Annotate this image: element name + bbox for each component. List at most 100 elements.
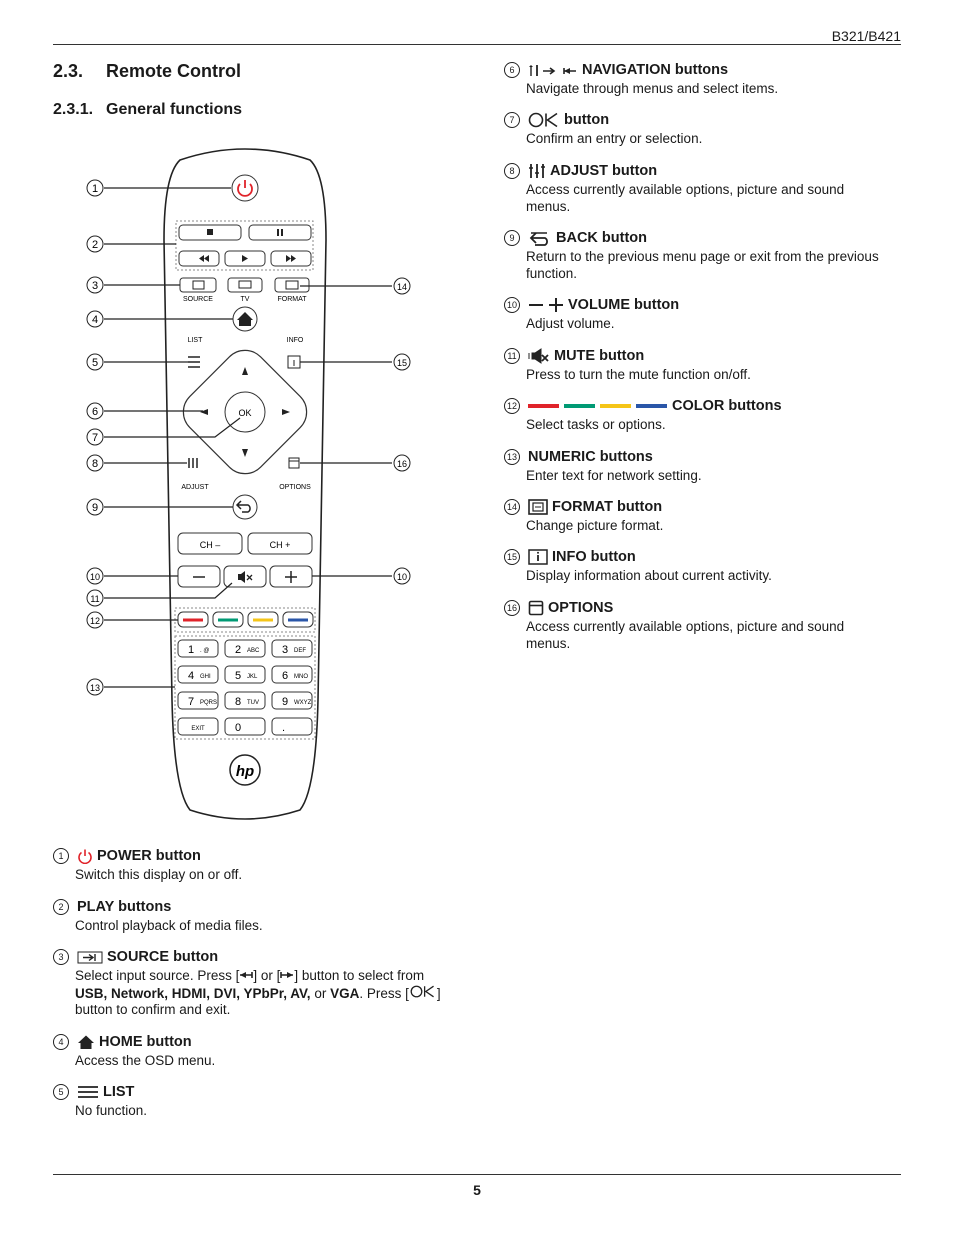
callout-circle — [86, 310, 104, 328]
callout-number: 14 — [397, 282, 407, 292]
entry-description: Enter text for network setting. — [526, 468, 702, 483]
callout-circle — [86, 454, 104, 472]
entry-title-text: HOME button — [99, 1034, 192, 1050]
desc-text: or — [310, 985, 331, 1001]
callout-circle — [86, 678, 104, 696]
desc-text: ] button to select from — [294, 968, 425, 983]
numpad-letters: WXYZ — [294, 700, 312, 706]
entry-number: 6 — [504, 62, 520, 78]
entry-description: Switch this display on or off. — [75, 867, 243, 882]
numpad-key — [224, 691, 266, 710]
entry-number: 15 — [504, 549, 520, 565]
callout-circle — [86, 611, 104, 629]
entry-number: 2 — [53, 899, 69, 915]
callout-number: 6 — [92, 406, 98, 418]
entry-description: Return to the previous menu page or exit… — [526, 249, 879, 281]
callout-circle — [86, 567, 104, 585]
callout-number: 12 — [90, 616, 100, 626]
desc-text: . Press [ — [359, 985, 409, 1001]
home-button — [232, 306, 258, 332]
desc-text: Select input source. Press [ — [75, 968, 240, 983]
entry-number: 5 — [53, 1084, 69, 1100]
source-label: SOURCE — [183, 296, 213, 303]
callout-number: 2 — [92, 239, 98, 251]
navigation-icon — [529, 65, 576, 76]
volume-icon — [529, 298, 563, 312]
ch-minus-button — [177, 532, 243, 555]
hp-logo: hp — [229, 754, 261, 786]
entry-title-text: NUMERIC buttons — [528, 449, 653, 465]
entry-title-text: PLAY buttons — [77, 899, 172, 915]
entry-description: Press to turn the mute function on/off. — [526, 367, 751, 382]
options-label: OPTIONS — [279, 484, 311, 491]
entry-description: Access currently available options, pict… — [526, 619, 845, 651]
info-icon — [528, 549, 548, 565]
numpad-digit: 4 — [188, 670, 194, 682]
numpad-letters: ABC — [247, 648, 260, 654]
entry-title-text: COLOR buttons — [672, 398, 782, 414]
power-button — [231, 174, 259, 202]
entry-description: Select input source. Press [ ] or [ ] butt… — [75, 968, 448, 1019]
entry-number: 9 — [504, 230, 520, 246]
footer-rule — [53, 1174, 901, 1175]
entry-title-text: button — [564, 112, 610, 128]
numpad-letters: PQRS — [200, 700, 217, 706]
numpad-key — [271, 717, 313, 736]
numpad-letters: JKL — [247, 674, 258, 680]
adjust-button — [188, 458, 198, 468]
tv-label: TV — [241, 296, 250, 303]
callout-circle — [393, 277, 411, 295]
entry-number: 16 — [504, 600, 520, 616]
entry-title-text: VOLUME button — [568, 297, 680, 313]
desc-bold: USB, Network, HDMI, DVI, YPbPr, AV, — [75, 985, 311, 1001]
callout-number: 10 — [90, 572, 100, 582]
entry-description: Change picture format. — [526, 518, 664, 533]
subsection-title-text: General functions — [106, 101, 243, 118]
section-title-text: Remote Control — [106, 61, 241, 81]
options-button — [288, 457, 300, 469]
entry-title-text: POWER button — [97, 848, 201, 864]
numpad-key — [271, 691, 313, 710]
power-icon — [78, 849, 92, 864]
entry-description: Adjust volume. — [526, 316, 615, 331]
callout-number: 15 — [397, 358, 407, 368]
desc-text: ] or [ — [253, 968, 281, 983]
entry-title-text: OPTIONS — [548, 600, 614, 616]
source-icon — [77, 951, 103, 964]
callout-number: 8 — [92, 458, 98, 470]
entry-number: 12 — [504, 398, 520, 414]
callout-number: 1 — [92, 183, 98, 195]
numpad-key — [224, 639, 266, 658]
entry-description: Display information about current activi… — [526, 568, 772, 583]
numpad-letters: . @ — [200, 648, 209, 654]
entry-title-text: LIST — [103, 1084, 135, 1100]
model-number: B321/B421 — [831, 28, 901, 44]
ok-icon — [410, 985, 434, 997]
entry-number: 3 — [53, 949, 69, 965]
callout-number: 4 — [92, 314, 98, 326]
format-icon — [528, 499, 548, 515]
info-label: INFO — [287, 337, 304, 344]
callout-circle — [86, 428, 104, 446]
back-button — [232, 494, 258, 520]
entry-title: 12 COLOR buttons — [504, 398, 879, 414]
ch-plus-button — [247, 532, 313, 555]
numpad-key — [177, 691, 219, 710]
entry-description: Control playback of media files. — [75, 918, 263, 933]
callout-number: 13 — [90, 683, 100, 693]
callout-number: 3 — [92, 280, 98, 292]
